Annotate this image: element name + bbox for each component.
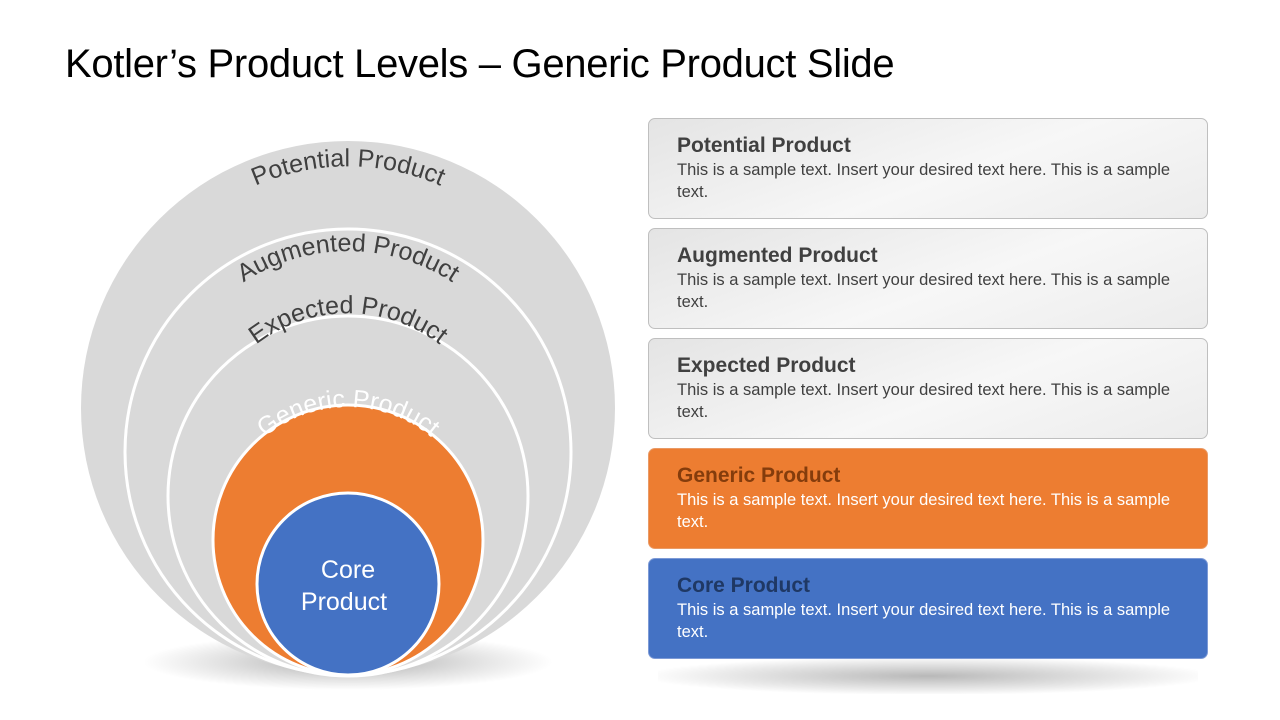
card-body: This is a sample text. Insert your desir… <box>677 271 1171 311</box>
card-augmented-product: Augmented Product This is a sample text.… <box>648 228 1208 329</box>
slide-title: Kotler’s Product Levels – Generic Produc… <box>65 42 895 86</box>
card-body: This is a sample text. Insert your desir… <box>677 161 1171 201</box>
card-title: Core Product <box>677 574 811 597</box>
card-core-product: Core Product This is a sample text. Inse… <box>648 558 1208 659</box>
core-product-circle <box>255 491 441 677</box>
card-title: Augmented Product <box>677 244 878 267</box>
card-title: Generic Product <box>677 464 841 487</box>
core-label-line2: Product <box>301 588 387 616</box>
card-generic-product: Generic Product This is a sample text. I… <box>648 448 1208 549</box>
card-body: This is a sample text. Insert your desir… <box>677 381 1171 421</box>
card-expected-product: Expected Product This is a sample text. … <box>648 338 1208 439</box>
core-label-line1: Core <box>321 556 375 584</box>
product-levels-diagram: Potential Product Augmented Product Expe… <box>81 141 615 690</box>
card-body: This is a sample text. Insert your desir… <box>677 491 1171 531</box>
card-title: Potential Product <box>677 134 851 157</box>
cards-shadow <box>658 658 1198 694</box>
card-body: This is a sample text. Insert your desir… <box>677 601 1171 641</box>
card-title: Expected Product <box>677 354 856 377</box>
card-potential-product: Potential Product This is a sample text.… <box>648 118 1208 219</box>
